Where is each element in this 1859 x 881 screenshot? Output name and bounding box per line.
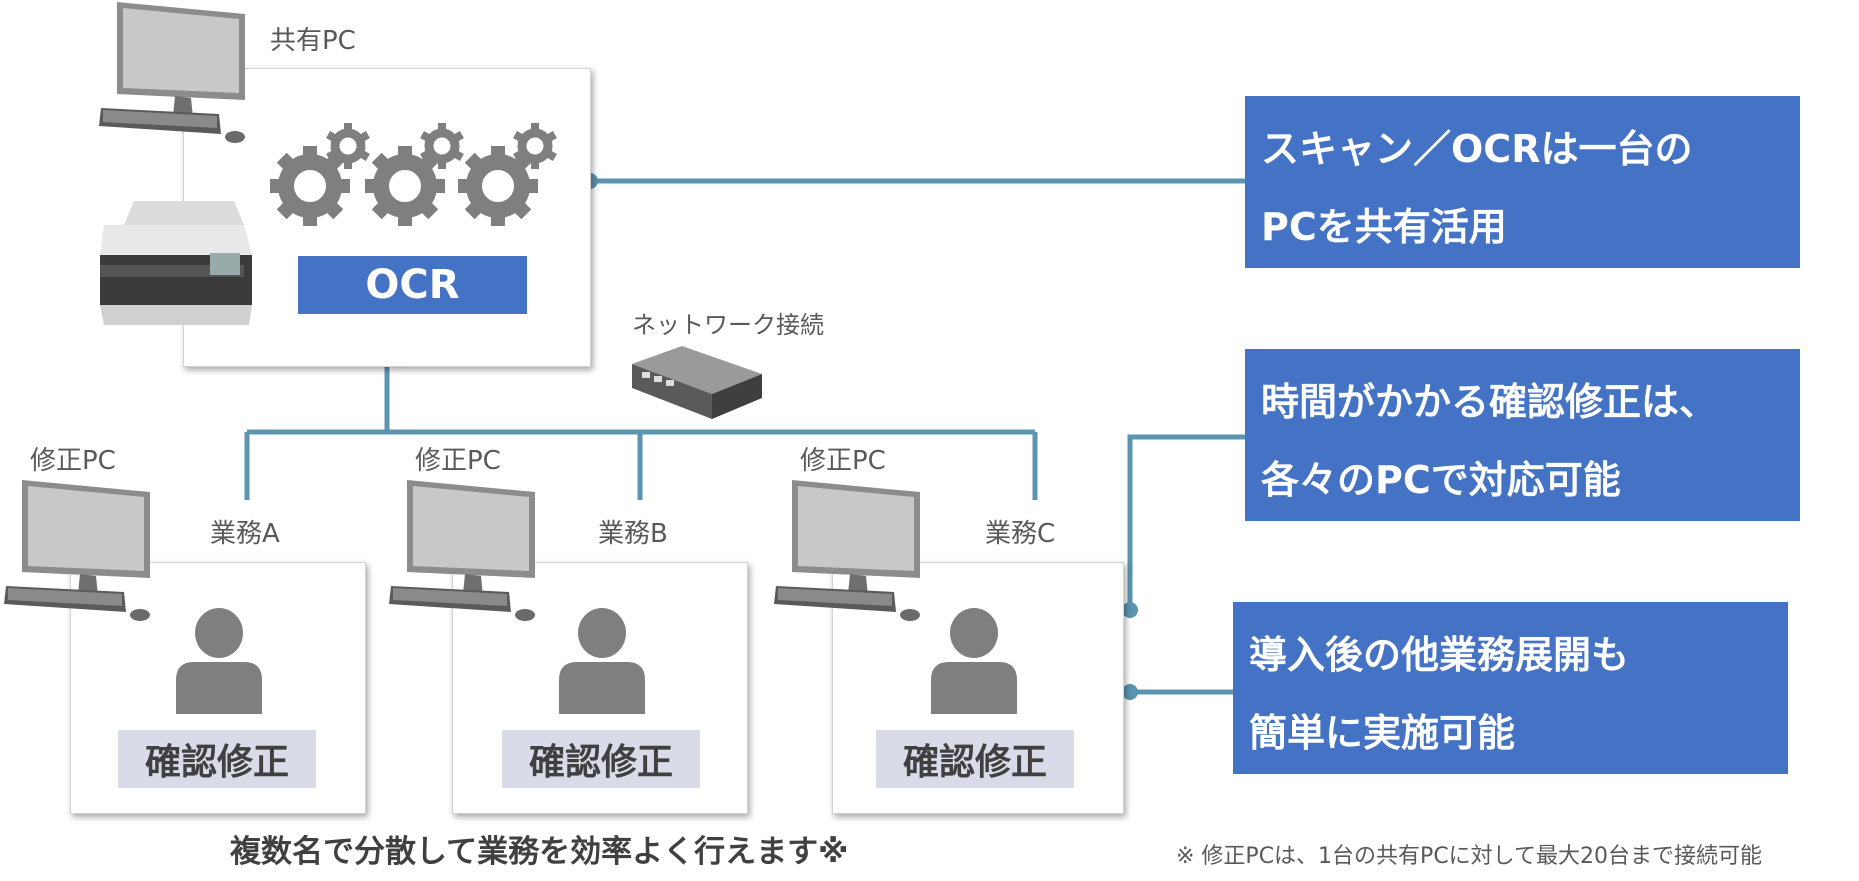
person-icon — [176, 608, 262, 714]
station-b-action: 確認修正 — [502, 730, 700, 788]
station-c-action: 確認修正 — [876, 730, 1074, 788]
callout-expansion: 導入後の他業務展開も 簡単に実施可能 — [1233, 602, 1788, 774]
node-dot — [1122, 684, 1138, 700]
scanner-icon — [100, 201, 252, 325]
ocr-bar: OCR — [298, 256, 527, 314]
callout-expansion-line1: 導入後の他業務展開も — [1249, 633, 1630, 677]
monitor-icon — [4, 480, 150, 621]
callout-shared-ocr-line1: スキャン／OCRは一台の — [1261, 127, 1693, 171]
footer-caption: 複数名で分散して業務を効率よく行えます※ — [230, 834, 849, 870]
person-icon — [931, 608, 1017, 714]
station-c-task-label: 業務C — [985, 519, 1056, 549]
monitor-icon — [389, 480, 535, 621]
callout-expansion-line2: 簡単に実施可能 — [1249, 711, 1516, 755]
network-label: ネットワーク接続 — [632, 311, 824, 339]
station-a-task-label: 業務A — [210, 519, 280, 549]
station-c-pc-label: 修正PC — [800, 446, 886, 476]
gears-icon — [270, 118, 570, 228]
person-icon — [559, 608, 645, 714]
shared-pc-label: 共有PC — [270, 26, 356, 56]
callout-individual-correction-line1: 時間がかかる確認修正は、 — [1261, 380, 1718, 424]
node-dot — [1122, 602, 1138, 618]
callout-shared-ocr: スキャン／OCRは一台の PCを共有活用 — [1245, 96, 1800, 268]
callout-individual-correction-line2: 各々のPCで対応可能 — [1261, 458, 1621, 502]
station-a-pc-label: 修正PC — [30, 446, 116, 476]
monitor-icon — [774, 480, 920, 621]
monitor-icon — [99, 2, 245, 143]
station-b-task-label: 業務B — [598, 519, 668, 549]
callout-individual-correction: 時間がかかる確認修正は、 各々のPCで対応可能 — [1245, 349, 1800, 521]
callout-shared-ocr-line2: PCを共有活用 — [1261, 205, 1507, 249]
station-b-pc-label: 修正PC — [415, 446, 501, 476]
station-a-action: 確認修正 — [118, 730, 316, 788]
router-icon — [632, 346, 762, 419]
footnote: ※ 修正PCは、1台の共有PCに対して最大20台まで接続可能 — [1176, 844, 1763, 869]
connector-callout2 — [1127, 434, 1250, 610]
